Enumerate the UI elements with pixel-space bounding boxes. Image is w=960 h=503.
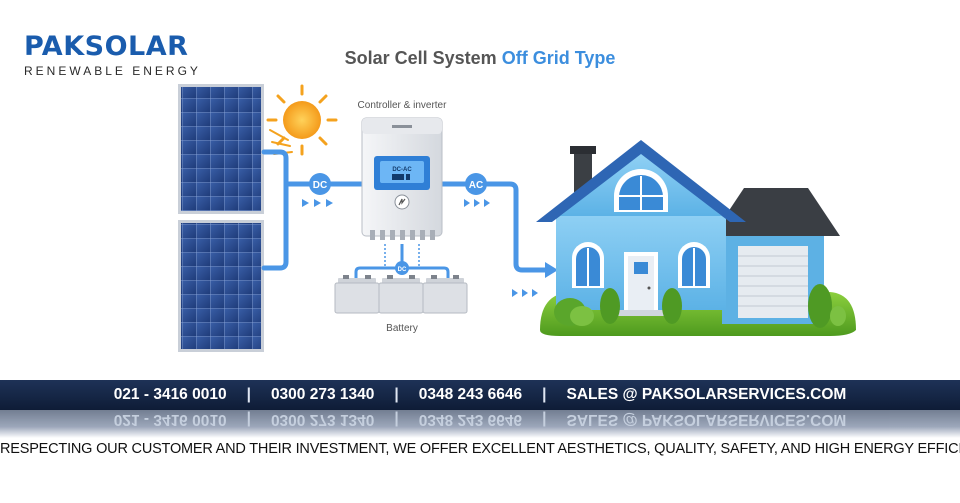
controller-label: Controller & inverter [358,100,448,111]
phone-2[interactable]: 0300 273 1340 [270,386,375,403]
phone-1-reflection: 021 - 3416 0010 [113,411,227,428]
ac-flow-line [437,181,548,273]
sun-icon [266,84,338,156]
email-reflection: SALES @ PAKSOLARSERVICES.COM [566,411,847,428]
ac-direction-arrows [464,199,490,207]
contact-bar-reflection-text: 021 - 3416 0010 | 0300 273 1340 | 0348 2… [114,410,847,428]
page-title: Solar Cell System Off Grid Type [0,48,960,69]
solar-panel-top [178,84,264,214]
brand-tagline: RENEWABLE ENERGY [24,64,201,78]
separator: | [246,411,251,428]
ac-badge: AC [465,173,487,195]
dc-flow-line [261,149,365,271]
battery-label: Battery [386,323,418,334]
battery-3 [422,275,468,314]
separator: | [542,411,547,428]
house-illustration [536,140,856,336]
house-direction-arrows [512,289,538,297]
separator: | [394,411,399,428]
brand-name-part1: PAK [24,31,85,62]
battery-2 [378,275,424,314]
solar-panel-bottom [178,220,264,352]
ac-flow-arrowhead [545,262,558,278]
system-diagram: DC AC Controller & inverter DC-AC [178,84,856,352]
ac-badge-label: AC [469,180,483,191]
phone-3-reflection: 0348 243 6646 [418,411,523,428]
dc-badge-label: DC [313,180,327,191]
inverter-unit: DC-AC [361,117,443,240]
battery-connection: DC [354,244,450,278]
phone-1[interactable]: 021 - 3416 0010 [113,386,227,403]
phone-3[interactable]: 0348 243 6646 [418,386,523,403]
brand-name-part2: SOLAR [84,31,189,62]
brand-logo: PAKSOLAR RENEWABLE ENERGY [24,32,214,79]
separator: | [246,386,251,403]
dc-badge: DC [309,173,331,195]
footer-slogan: RESPECTING OUR CUSTOMER AND THEIR INVEST… [0,441,960,457]
battery-1 [334,275,380,314]
dc-direction-arrows [302,199,333,207]
phone-2-reflection: 0300 273 1340 [270,411,375,428]
brand-name: PAKSOLAR [24,32,214,62]
inverter-display-text: DC-AC [392,167,412,173]
contact-bar: 021 - 3416 0010 | 0300 273 1340 | 0348 2… [0,380,960,410]
title-highlight: Off Grid Type [501,48,616,68]
battery-bank [334,275,468,314]
title-main: Solar Cell System [344,48,497,68]
battery-dc-badge-label: DC [398,267,407,273]
contact-bar-reflection: 021 - 3416 0010 | 0300 273 1340 | 0348 2… [0,410,960,438]
separator: | [542,386,547,403]
separator: | [394,386,399,403]
email-link[interactable]: SALES @ PAKSOLARSERVICES.COM [566,386,847,403]
